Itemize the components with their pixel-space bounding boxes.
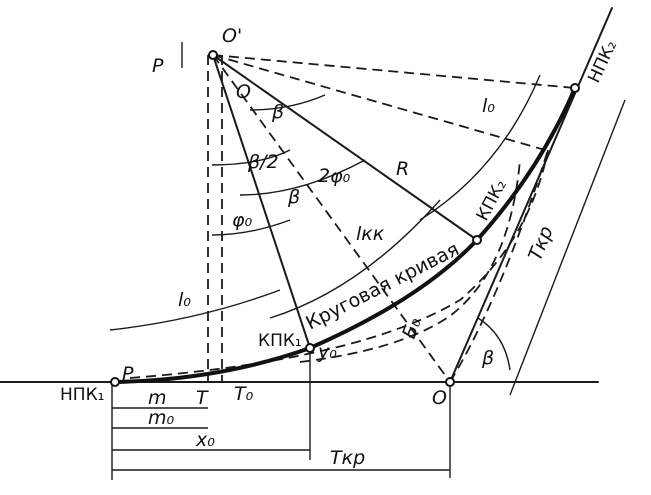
- label-two-phi0: 2φ₀: [318, 165, 351, 187]
- label-l0-right: l₀: [482, 95, 495, 117]
- label-lkk: lкк: [356, 223, 385, 245]
- label-y0: y₀: [317, 341, 337, 363]
- label-x0: x₀: [195, 429, 215, 451]
- point-npk2: [570, 83, 580, 93]
- arc-lkk: [269, 199, 441, 319]
- arc-l0-right: [419, 74, 541, 221]
- radius-kpk2: [212, 54, 478, 241]
- label-tkr-bottom: Tкр: [330, 447, 365, 469]
- arc-l0-left: [109, 289, 281, 331]
- dim-line-tkr-right: [509, 99, 626, 396]
- offset-curve-right: [449, 149, 549, 383]
- label-beta-half: β/2: [247, 151, 279, 173]
- label-beta-vertex: β: [481, 347, 494, 369]
- circular-curve-main: [113, 86, 577, 384]
- offset-curve-inner: [299, 159, 521, 363]
- label-o-prime: O': [222, 25, 242, 47]
- label-o-angle: O: [236, 81, 251, 103]
- label-phi0: φ₀: [232, 209, 253, 231]
- label-t: T: [196, 387, 209, 409]
- label-m0: m₀: [148, 407, 175, 429]
- label-circular-curve: Круговая кривая: [302, 238, 462, 334]
- label-kpk1: КПК₁: [258, 331, 302, 351]
- label-beta-mid: β: [287, 186, 300, 208]
- angle-arc-beta-half: [211, 149, 291, 166]
- label-npk2: НПК₂: [584, 37, 621, 86]
- label-beta-top: β: [271, 101, 284, 123]
- label-p-left: P: [152, 55, 164, 77]
- label-npk1: НПК₁: [60, 385, 104, 405]
- angle-arc-beta-top: [249, 94, 326, 111]
- angle-arc-phi0: [211, 219, 291, 236]
- radius-kpk1: [212, 54, 311, 349]
- point-npk1: [110, 377, 120, 387]
- label-m: m: [148, 387, 167, 409]
- point-kpk1: [305, 343, 315, 353]
- point-o-vertex: [445, 377, 455, 387]
- label-o-vertex: O: [432, 387, 447, 409]
- label-p-base: P: [122, 363, 134, 385]
- point-kpk2: [472, 235, 482, 245]
- label-r: R: [396, 158, 409, 180]
- label-b0: Б₀: [398, 314, 426, 341]
- label-t0: T₀: [234, 383, 254, 405]
- radius-dashed-npk2: [212, 54, 546, 151]
- angle-arc-2phi0: [239, 159, 366, 196]
- angle-arc-vertex: [477, 317, 511, 371]
- label-l0-left: l₀: [178, 289, 191, 311]
- radius-dashed-upper: [212, 54, 576, 89]
- label-tkr-right: Tкр: [524, 223, 558, 264]
- tangent-second: [449, 7, 613, 383]
- point-o-prime: [208, 50, 218, 60]
- label-kpk2: КПК₂: [473, 176, 511, 224]
